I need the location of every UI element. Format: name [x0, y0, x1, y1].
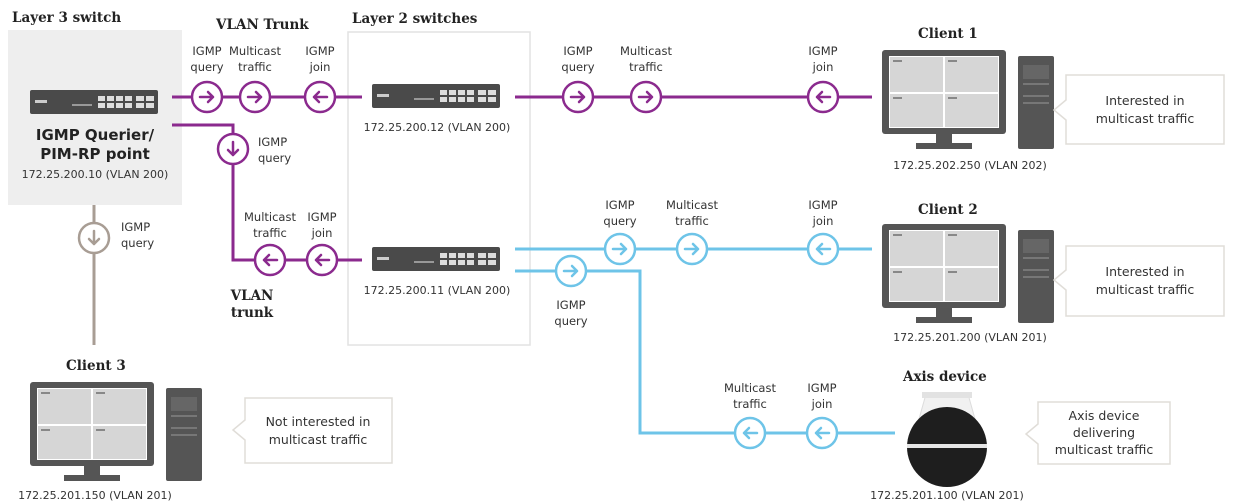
- arrow-left-icon: [806, 232, 840, 266]
- client3-callout-line2: multicast traffic: [269, 432, 368, 447]
- axis-camera-icon: [907, 392, 987, 487]
- flow-label: IGMP: [258, 135, 287, 149]
- arrow-down-icon: [216, 132, 250, 166]
- layer3-ip: 172.25.200.10 (VLAN 200): [22, 168, 169, 181]
- flow-label: traffic: [629, 60, 663, 74]
- axis-ip: 172.25.201.100 (VLAN 201): [870, 489, 1024, 502]
- arrow-left-icon: [305, 243, 339, 277]
- flow-label: query: [190, 60, 223, 74]
- layer3-heading: Layer 3 switch: [12, 10, 121, 26]
- arrow-down-icon: [77, 221, 111, 255]
- flow-label: join: [812, 60, 834, 74]
- arrow-left-icon: [733, 416, 767, 450]
- client2-callout-line1: Interested in: [1105, 264, 1184, 279]
- arrow-left-icon: [805, 416, 839, 450]
- flow-label: IGMP: [563, 44, 592, 58]
- layer3-switch-icon: [30, 90, 158, 114]
- flow-label: Multicast: [620, 44, 672, 58]
- client3-callout: Not interested in multicast traffic: [231, 397, 393, 464]
- client3-callout-line1: Not interested in: [266, 414, 371, 429]
- arrow-left-icon: [253, 243, 287, 277]
- axis-callout-line1: Axis device: [1069, 408, 1140, 423]
- arrow-right-icon: [190, 80, 224, 114]
- flow-label: IGMP: [121, 220, 150, 234]
- client3-name: Client 3: [66, 358, 126, 374]
- flow-label: traffic: [253, 226, 287, 240]
- flow-label: IGMP: [605, 198, 634, 212]
- layer2-switch-top-icon: [372, 84, 500, 108]
- flow-label: traffic: [675, 214, 709, 228]
- axis-callout-line2: delivering: [1073, 425, 1135, 440]
- client2-callout-line2: multicast traffic: [1096, 282, 1195, 297]
- arrow-left-icon: [806, 80, 840, 114]
- flow-label: Multicast: [229, 44, 281, 58]
- client1-ip: 172.25.202.250 (VLAN 202): [893, 159, 1047, 172]
- flow-label: join: [309, 60, 331, 74]
- flow-label: IGMP: [192, 44, 221, 58]
- client1-callout: Interested in multicast traffic: [1052, 74, 1225, 145]
- flow-label: Multicast: [244, 210, 296, 224]
- client2-callout: Interested in multicast traffic: [1052, 245, 1225, 317]
- arrow-right-icon: [561, 80, 595, 114]
- flow-arrows: [77, 80, 840, 450]
- vlan-trunk-top-label: VLAN Trunk: [215, 17, 309, 33]
- flow-label: join: [311, 226, 333, 240]
- axis-callout-line3: multicast traffic: [1055, 442, 1154, 457]
- flow-label: IGMP: [305, 44, 334, 58]
- flow-label: query: [121, 236, 154, 250]
- layer2-switches-panel: [347, 31, 531, 346]
- arrow-right-icon: [675, 232, 709, 266]
- flow-label: query: [561, 60, 594, 74]
- client1-computer-icon: [882, 50, 1054, 149]
- vlan-trunk-left-line1: VLAN: [230, 288, 274, 304]
- layer2-heading: Layer 2 switches: [352, 11, 478, 27]
- flow-label: join: [812, 214, 834, 228]
- flow-label: join: [811, 397, 833, 411]
- client1-callout-line1: Interested in: [1105, 93, 1184, 108]
- flow-label: traffic: [238, 60, 272, 74]
- layer3-title-line2: PIM-RP point: [40, 145, 150, 163]
- flow-label: IGMP: [307, 210, 336, 224]
- axis-name: Axis device: [902, 369, 987, 385]
- client1-name: Client 1: [918, 26, 978, 42]
- flow-labels: IGMP query Multicast traffic IGMP join I…: [121, 44, 838, 411]
- flow-label: query: [603, 214, 636, 228]
- flow-label: query: [258, 151, 291, 165]
- layer2-switch-bottom-icon: [372, 247, 500, 271]
- arrow-left-icon: [303, 80, 337, 114]
- vlan-trunk-left-line2: trunk: [231, 305, 274, 321]
- flow-label: Multicast: [666, 198, 718, 212]
- client2-computer-icon: [882, 224, 1054, 323]
- client2-name: Client 2: [918, 202, 978, 218]
- client3-ip: 172.25.201.150 (VLAN 201): [18, 489, 172, 502]
- switch-top-ip: 172.25.200.12 (VLAN 200): [364, 121, 511, 134]
- arrow-right-icon: [603, 232, 637, 266]
- switch-bottom-ip: 172.25.200.11 (VLAN 200): [364, 284, 511, 297]
- client2-ip: 172.25.201.200 (VLAN 201): [893, 331, 1047, 344]
- flow-label: IGMP: [807, 381, 836, 395]
- arrow-right-icon: [554, 254, 588, 288]
- axis-callout: Axis device delivering multicast traffic: [1024, 401, 1171, 465]
- flow-label: IGMP: [808, 44, 837, 58]
- client1-callout-line2: multicast traffic: [1096, 111, 1195, 126]
- client3-computer-icon: [30, 382, 202, 481]
- arrow-right-icon: [629, 80, 663, 114]
- flow-label: Multicast: [724, 381, 776, 395]
- layer3-switch-panel: [8, 30, 182, 205]
- flow-label: traffic: [733, 397, 767, 411]
- flow-label: IGMP: [808, 198, 837, 212]
- flow-label: IGMP: [556, 298, 585, 312]
- flow-label: query: [554, 314, 587, 328]
- layer3-title-line1: IGMP Querier/: [36, 126, 155, 144]
- arrow-right-icon: [238, 80, 272, 114]
